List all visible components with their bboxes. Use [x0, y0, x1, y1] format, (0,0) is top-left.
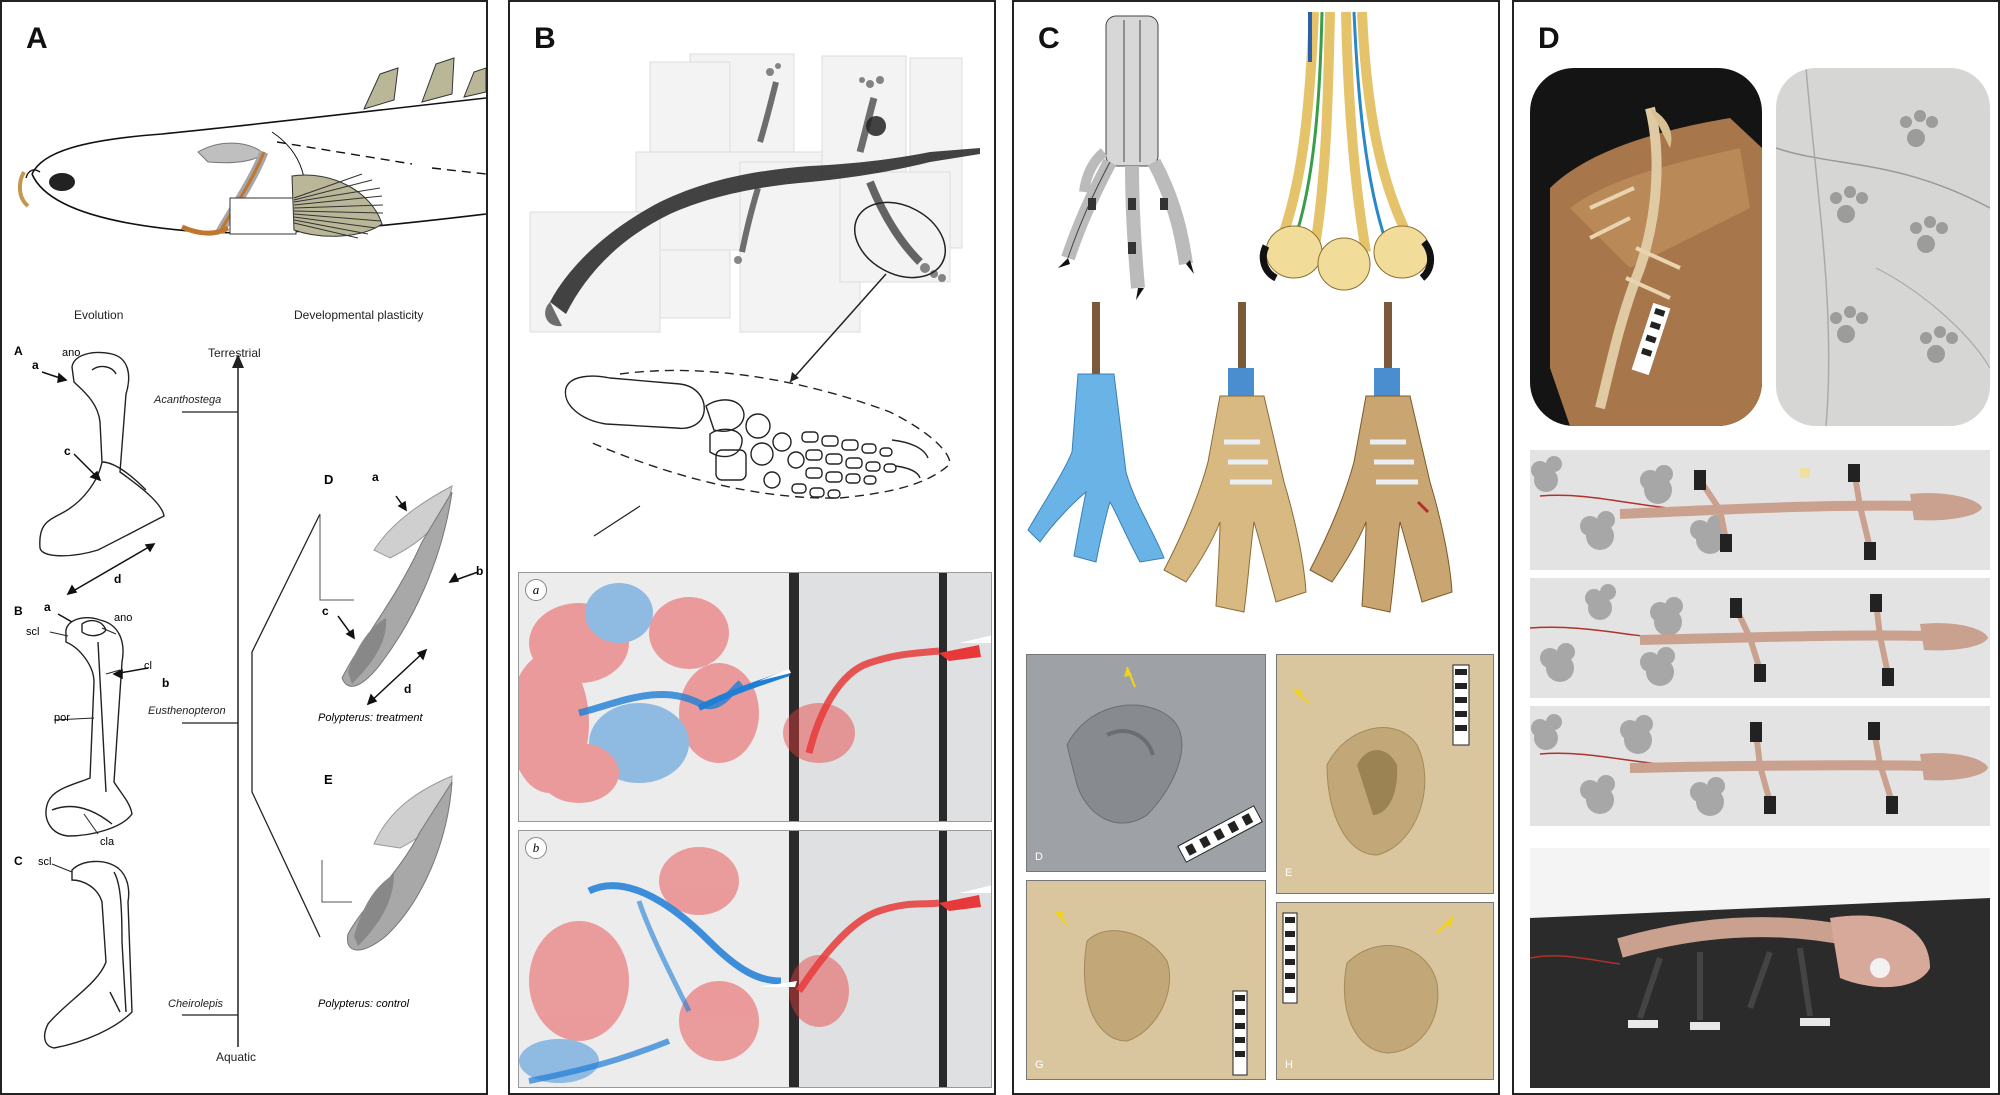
foot-model-clay-2: [1309, 302, 1453, 613]
pointer-c-treatment: c: [322, 604, 329, 618]
bone-label-ano-middle: ano: [114, 612, 133, 624]
track-photo-d: D: [1026, 654, 1266, 872]
caption-polypterus-treatment: Polypterus: treatment: [318, 712, 423, 724]
bone-label-cl: cl: [144, 660, 152, 672]
taxon-acanthostega: Acanthostega: [154, 394, 222, 406]
axis-label-terrestrial: Terrestrial: [208, 346, 261, 360]
track-label-g: G: [1035, 1059, 1044, 1071]
caption-polypterus-control: Polypterus: control: [318, 998, 410, 1010]
shoulder-girdle-eusthenopteron: [45, 616, 133, 837]
shoulder-girdle-cheirolepis: [43, 860, 133, 1049]
robot-perspective-photo: [1530, 848, 1990, 1088]
sublabel-c: C: [14, 854, 23, 868]
panel-b: B: [508, 0, 996, 1095]
panel-a-drawing: [17, 57, 486, 1049]
panel-c-label: C: [1038, 22, 1060, 55]
polypterus-control-girdle: [346, 775, 453, 951]
panel-c: C: [1012, 0, 1500, 1095]
fossil-trackway-photo: [1776, 68, 1990, 426]
foot-skeleton-model: [1058, 15, 1194, 300]
xray-salamander: [545, 63, 980, 327]
taxon-cheirolepis: Cheirolepis: [168, 998, 224, 1010]
flow-visualization-a: a: [518, 572, 992, 822]
pointer-a-upper: a: [32, 358, 39, 372]
fish-illustration: [17, 57, 486, 239]
terrestrial-aquatic-axis: [182, 354, 354, 1047]
pointer-b-middle: b: [162, 676, 170, 690]
robot-trackway-photo-3: [1530, 706, 1990, 826]
track-label-e: E: [1285, 867, 1293, 879]
pointer-b-treatment: b: [476, 564, 484, 578]
track-photo-h: H: [1276, 902, 1494, 1080]
flow-visualization-b: b: [518, 830, 992, 1088]
track-label-d: D: [1035, 851, 1043, 863]
foot-tendon-model: [1259, 11, 1434, 291]
robot-trackway-photo-1: [1530, 450, 1990, 570]
flow-frame-a-label: a: [525, 579, 547, 601]
bone-label-leaders: [49, 627, 121, 873]
robot-trackway-photo-2: [1530, 578, 1990, 698]
pointer-d-upper: d: [114, 572, 122, 586]
panel-d-label: D: [1538, 22, 1560, 55]
bone-label-ano-upper: ano: [62, 347, 81, 359]
xray-and-limb-drawing: [529, 53, 980, 537]
column-header-developmental-plasticity: Developmental plasticity: [294, 308, 424, 322]
sublabel-e: E: [324, 772, 333, 787]
panel-d: D: [1512, 0, 2000, 1095]
bone-label-scl-lower: scl: [38, 856, 52, 868]
pointer-arrows: [41, 371, 479, 706]
bone-label-scl-middle: scl: [26, 626, 40, 638]
column-header-evolution: Evolution: [74, 308, 124, 322]
track-label-h: H: [1285, 1059, 1293, 1071]
sublabel-d: D: [324, 472, 334, 487]
polypterus-treatment-girdle: [341, 485, 453, 687]
bird-foot-models: [1027, 11, 1453, 613]
taxon-eusthenopteron: Eusthenopteron: [148, 705, 226, 717]
track-photo-g: G: [1026, 880, 1266, 1080]
panel-a-label: A: [26, 22, 48, 55]
bone-label-cla: cla: [100, 836, 115, 848]
track-photo-e: E: [1276, 654, 1494, 894]
sublabel-a: A: [14, 344, 23, 358]
foot-model-blue: [1027, 302, 1165, 563]
panel-a: A: [0, 0, 488, 1095]
pointer-c-upper: c: [64, 444, 71, 458]
bone-label-por: por: [54, 712, 70, 724]
pointer-d-treatment: d: [404, 682, 412, 696]
limb-skeleton-drawing: [564, 369, 951, 499]
shoulder-girdle-acanthostega: [39, 351, 165, 557]
axis-label-aquatic: Aquatic: [216, 1050, 257, 1064]
foot-model-clay-1: [1163, 302, 1307, 613]
pointer-a-middle: a: [44, 600, 51, 614]
panel-b-label: B: [534, 22, 556, 55]
flow-frame-b-label: b: [525, 837, 547, 859]
pointer-a-treatment: a: [372, 470, 379, 484]
sublabel-b: B: [14, 604, 23, 618]
fossil-specimen-photo: [1530, 68, 1762, 426]
